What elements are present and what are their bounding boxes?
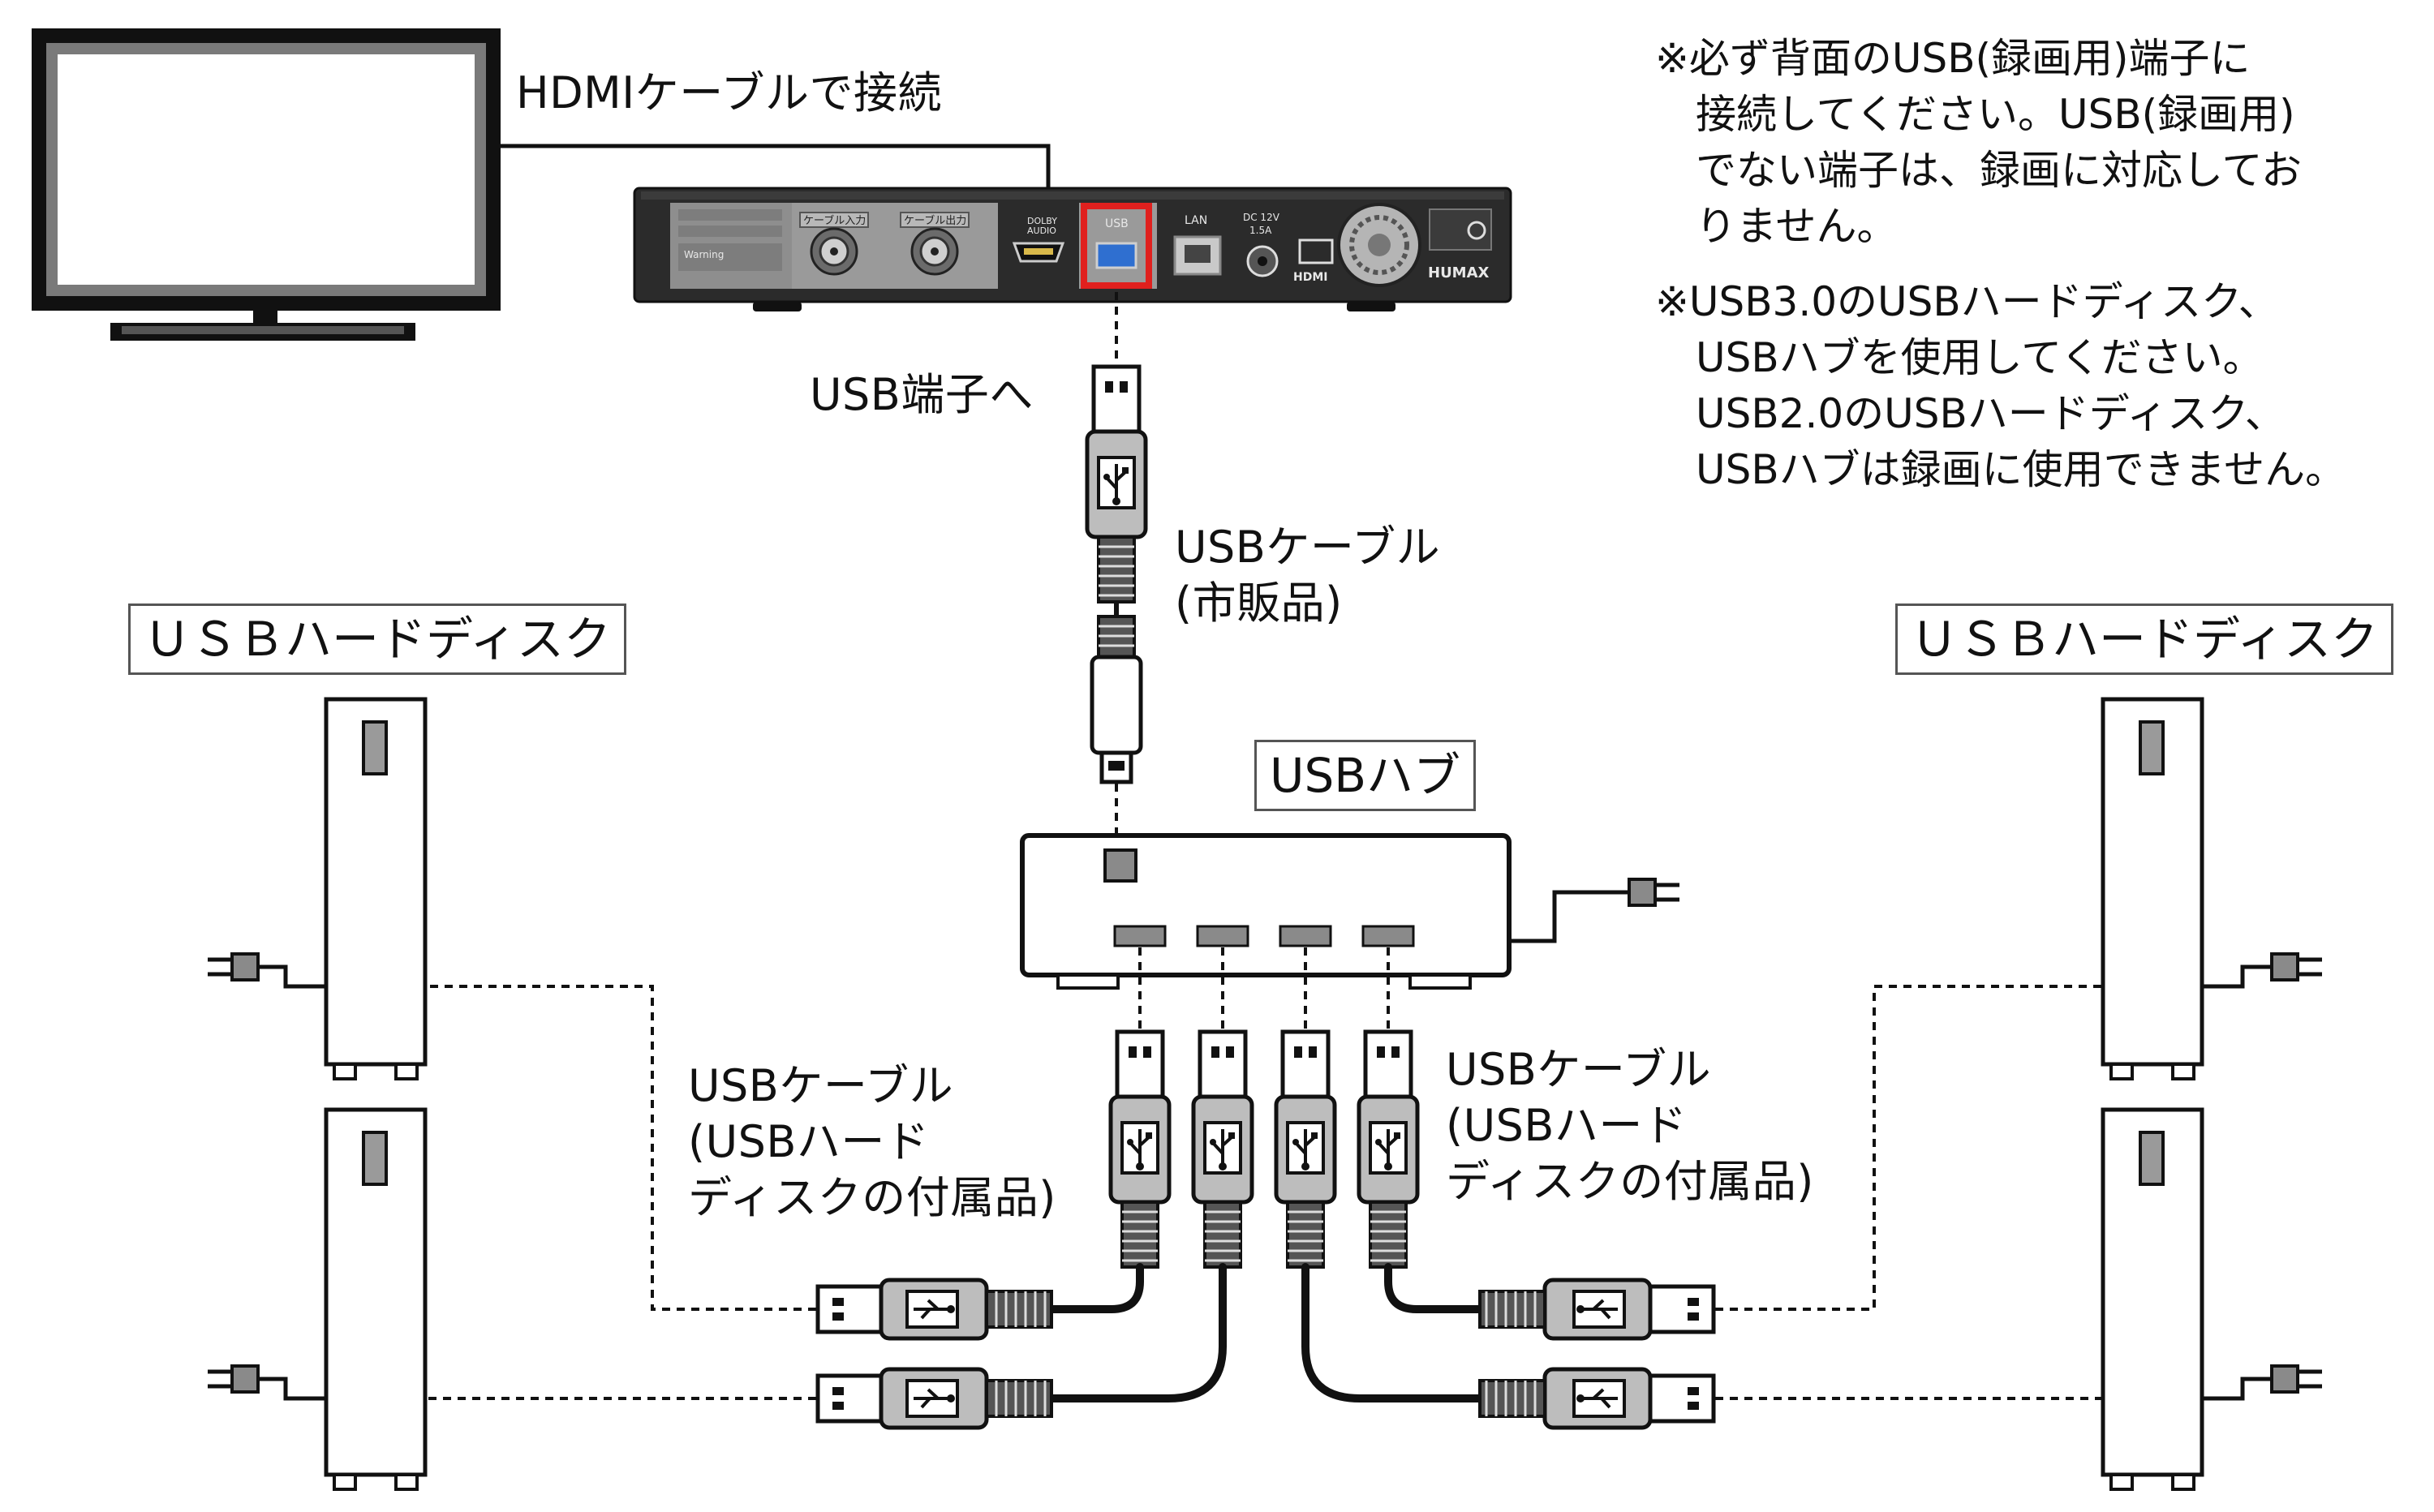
hdd-left-bottom xyxy=(326,1110,425,1489)
antenna-in-label: ケーブル入力 xyxy=(803,214,866,227)
usb-port-highlight xyxy=(1081,203,1152,289)
usb-plug-hdd-right-top xyxy=(1480,1280,1714,1338)
rear-dc-amp-label: 1.5A xyxy=(1249,225,1272,236)
rear-brand-logo: HUMAX xyxy=(1428,264,1490,281)
hdd-left-top xyxy=(326,699,425,1079)
tv-icon xyxy=(32,28,501,341)
hdmi-cable-label: HDMIケーブルで接続 xyxy=(516,67,942,118)
usb-plug-hdd-right-bottom xyxy=(1480,1369,1714,1428)
antenna-out-label: ケーブル出力 xyxy=(904,214,966,227)
usb-plug-hub-4 xyxy=(1359,1032,1417,1267)
hdd-right-bottom-power xyxy=(2272,1366,2322,1392)
rear-usb-label: USB xyxy=(1105,217,1129,230)
usb-cable-retail-label: USBケーブル (市販品) xyxy=(1175,522,1441,629)
usb-cable-included-left-label: USBケーブル (USBハード ディスクの付属品) xyxy=(688,1060,1056,1224)
rear-hdmi-logo: HDMI xyxy=(1293,271,1327,284)
usb-b-plug xyxy=(1090,615,1143,784)
hdd-left-top-power xyxy=(208,954,258,980)
rear-warning-text: Warning xyxy=(684,249,724,260)
usb-cable-included-right-label: USBケーブル (USBハード ディスクの付属品) xyxy=(1446,1044,1814,1208)
hdd-right-label: ＵＳＢハードディスク xyxy=(1895,604,2393,675)
usb-plug-hub-1 xyxy=(1111,1032,1169,1267)
hdd-right-top-power xyxy=(2272,954,2322,980)
hub-power-plug xyxy=(1629,879,1679,905)
usb-plug-to-box xyxy=(1087,367,1146,602)
hdd-right-bottom xyxy=(2103,1110,2202,1489)
usb-plug-hub-2 xyxy=(1193,1032,1252,1267)
usb-port xyxy=(1095,242,1137,269)
usb-hub-label: USBハブ xyxy=(1254,740,1477,811)
rear-lan-label: LAN xyxy=(1185,214,1207,227)
usb-plug-hdd-left-bottom xyxy=(818,1369,1051,1428)
hdmi-cable-line xyxy=(493,144,1051,188)
usb-plug-hub-3 xyxy=(1276,1032,1335,1267)
hdd-left-bottom-power xyxy=(208,1366,258,1392)
rear-dc-label: DC 12V xyxy=(1243,212,1280,223)
note-usb30-required: ※USB3.0のUSBハードディスク、 USBハブを使用してください。 USB2… xyxy=(1655,278,2346,493)
usb-hub xyxy=(1020,833,1512,990)
to-usb-port-label: USB端子へ xyxy=(810,369,1034,420)
usb-plug-hdd-left-top xyxy=(818,1280,1051,1338)
hub-upstream-port xyxy=(1103,848,1137,883)
note-usb-recording-port: ※必ず背面のUSB(録画用)端子に 接続してください。USB(録画用) でない端… xyxy=(1655,35,2302,250)
hdd-right-top xyxy=(2103,699,2202,1079)
hdd-left-label: ＵＳＢハードディスク xyxy=(128,604,626,675)
